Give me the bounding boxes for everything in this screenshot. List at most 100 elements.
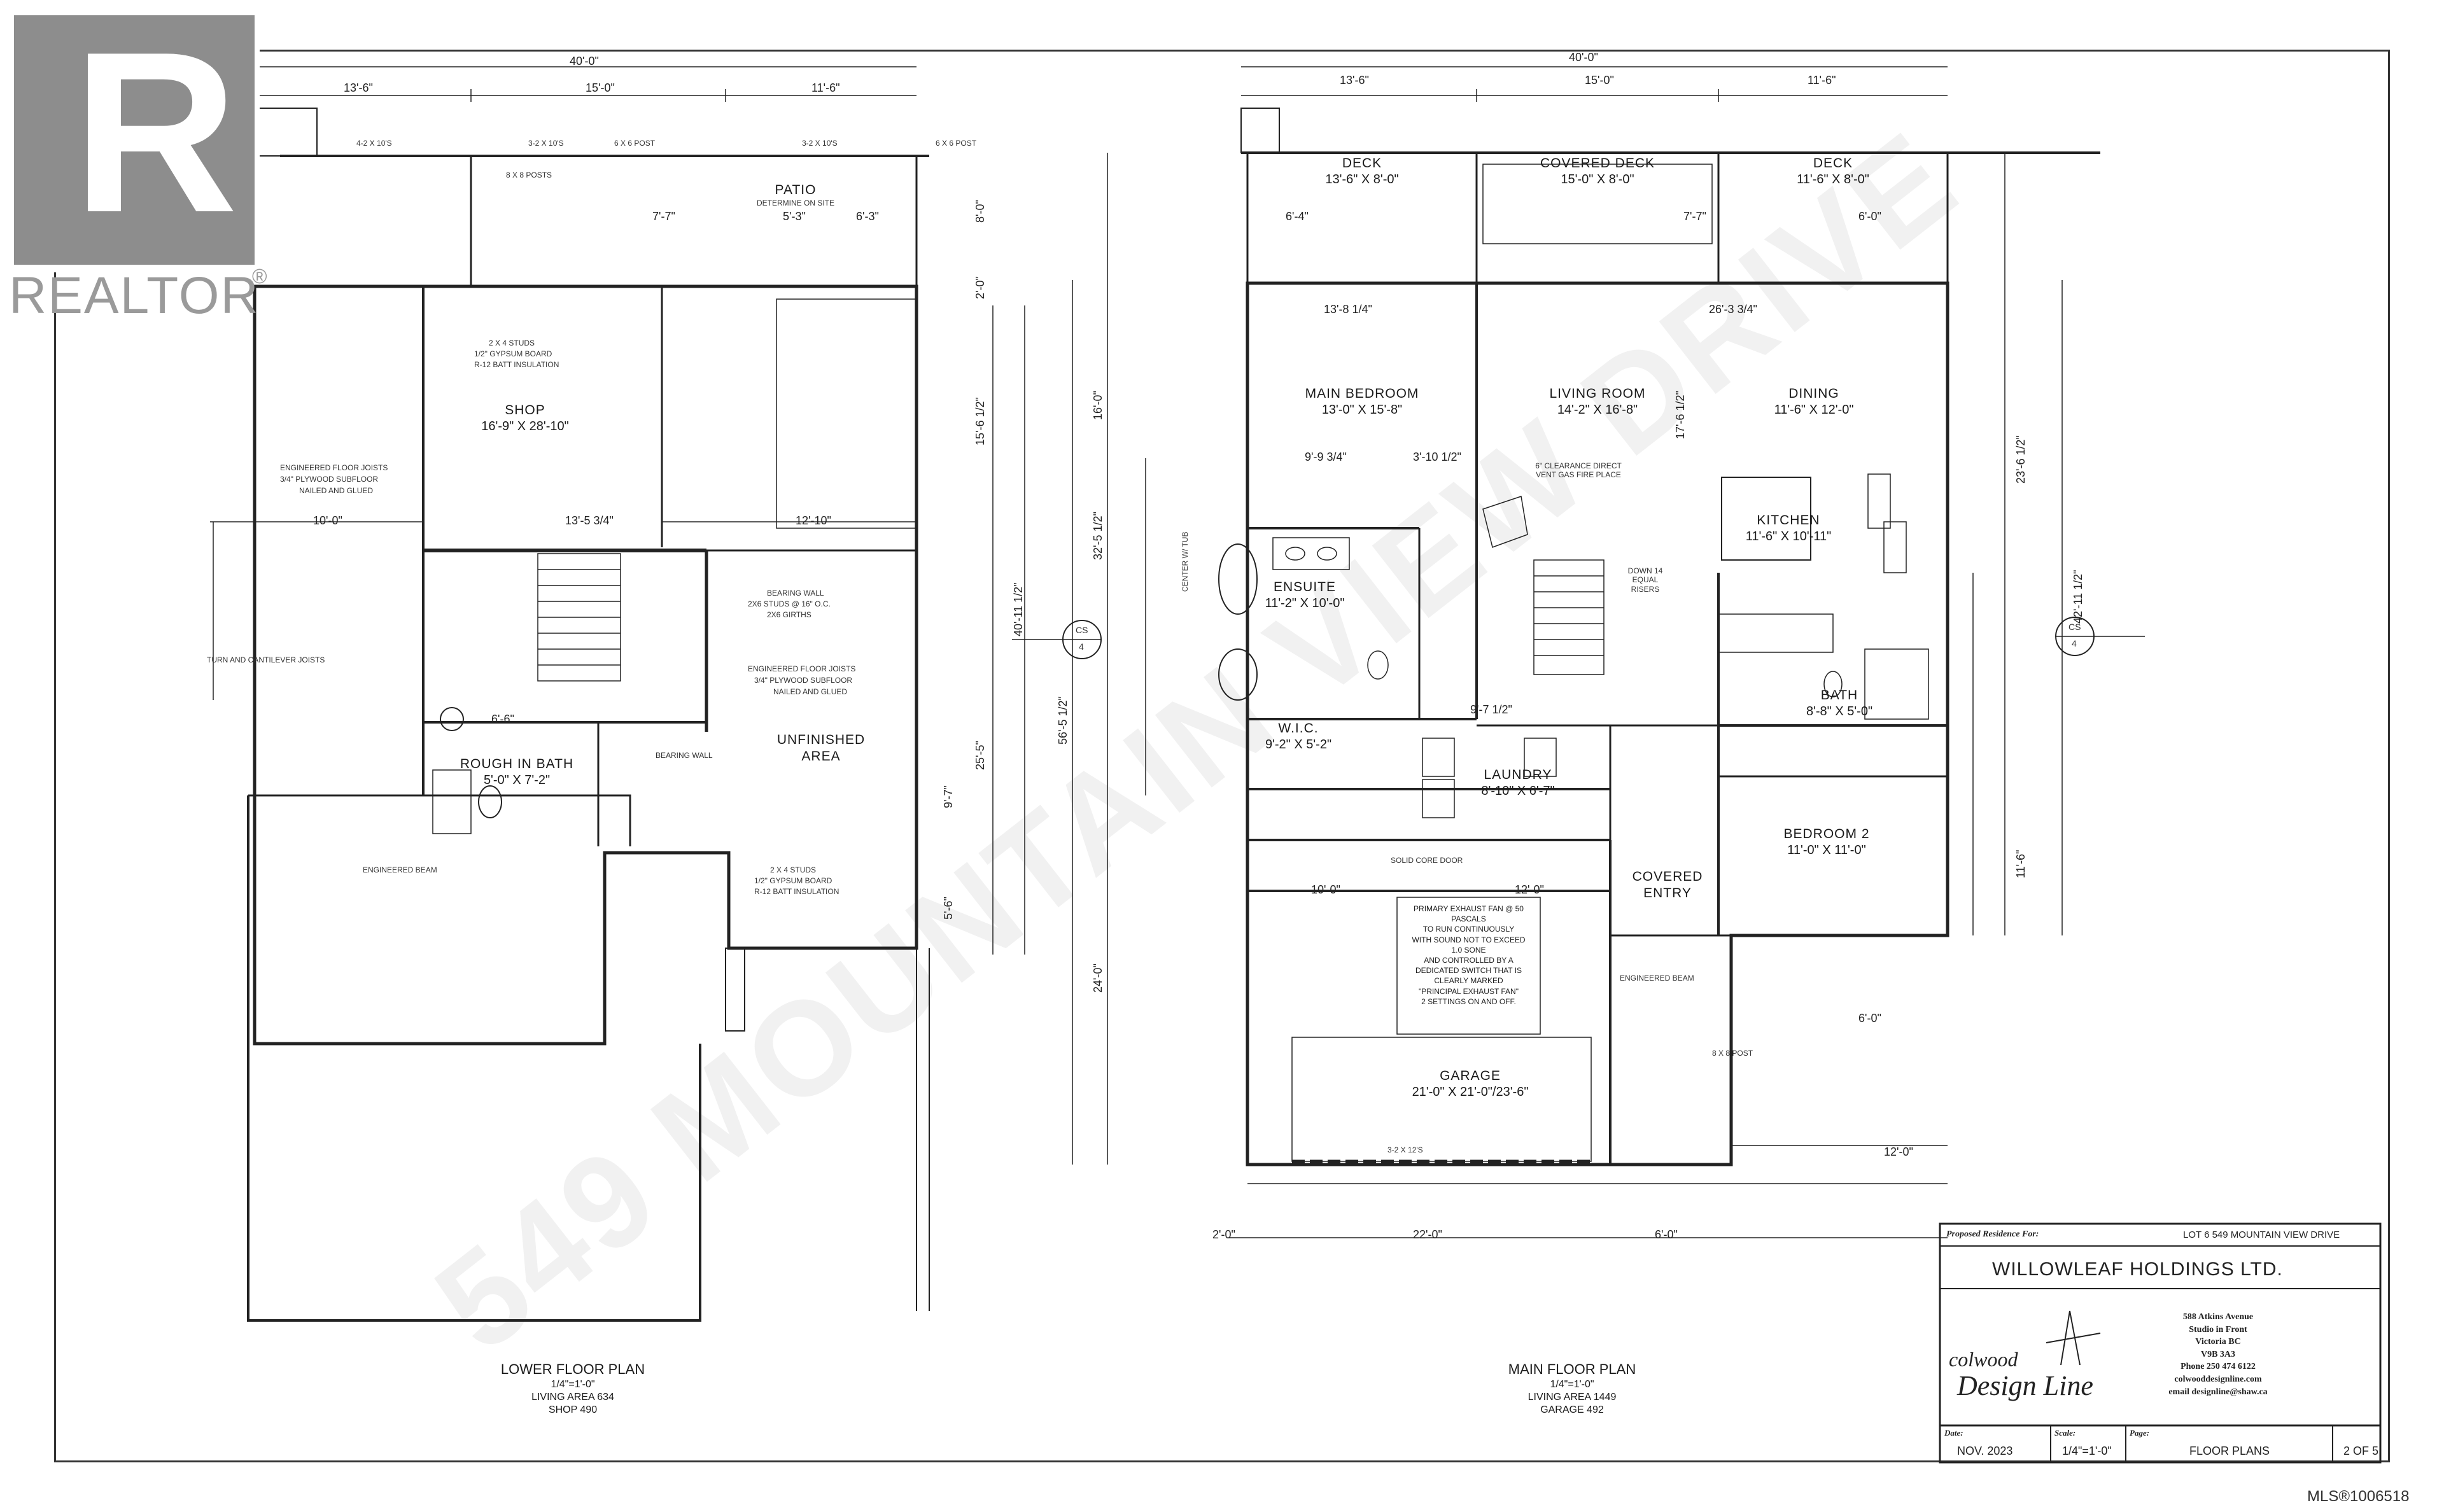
lower-note-batt: R-12 BATT INSULATION xyxy=(474,360,559,369)
title-block-date: NOV. 2023 xyxy=(1957,1445,2013,1457)
main-room-kitchen: KITCHEN 11'-6" X 10'-11" xyxy=(1745,513,1832,544)
main-room-covered-entry: COVERED ENTRY xyxy=(1632,869,1703,901)
lower-dim-12-10: 12'-10" xyxy=(796,514,831,527)
main-note-3-2x12: 3-2 X 12'S xyxy=(1387,1145,1423,1154)
title-block-date-label: Date: xyxy=(1944,1428,1963,1438)
lower-dim-6-3: 6'-3" xyxy=(856,210,879,223)
lower-dim-2-0: 2'-0" xyxy=(974,276,987,299)
main-dim-6-0-bottom: 6'-0" xyxy=(1655,1228,1678,1241)
main-room-dining: DINING 11'-6" X 12'-0" xyxy=(1774,386,1854,417)
lower-dim-9-7: 9'-7" xyxy=(942,785,955,808)
lower-dim-25-5: 25'-5" xyxy=(974,741,987,770)
main-note-down-risers: DOWN 14 EQUAL RISERS xyxy=(1627,566,1663,594)
realtor-logo: R xyxy=(0,0,260,272)
main-floor-plan-title: MAIN FLOOR PLAN 1/4"=1'-0" LIVING AREA 1… xyxy=(1508,1361,1636,1415)
main-dim-6-0: 6'-0" xyxy=(1858,1012,1881,1025)
title-block-page: FLOOR PLANS xyxy=(2189,1445,2270,1457)
lower-note-joists-1: ENGINEERED FLOOR JOISTS xyxy=(280,463,388,472)
lower-note-3-2x10: 3-2 X 10'S xyxy=(528,139,564,148)
lower-top-dim-1: 13'-6" xyxy=(344,81,373,94)
lower-note-4-2x10: 4-2 X 10'S xyxy=(356,139,392,148)
title-block-proposed-label: Proposed Residence For: xyxy=(1946,1229,2039,1239)
main-dim-56-5: 56'-5 1/2" xyxy=(1057,696,1069,745)
main-room-garage: GARAGE 21'-0" X 21'-0"/23'-6" xyxy=(1412,1068,1529,1100)
lower-dim-15-6: 15'-6 1/2" xyxy=(974,397,987,445)
lower-note-gypsum: 1/2" GYPSUM BOARD xyxy=(474,349,552,358)
lower-note-3-2x10-b: 3-2 X 10'S xyxy=(802,139,838,148)
main-dim-10-0: 10'-0" xyxy=(1311,883,1340,896)
main-dim-22-0: 22'-0" xyxy=(1413,1228,1442,1241)
main-dim-23-6: 23'-6 1/2" xyxy=(2014,435,2027,484)
realtor-mark-letter: R xyxy=(73,4,238,260)
title-block-scale-label: Scale: xyxy=(2054,1428,2076,1438)
main-dim-32-5: 32'-5 1/2" xyxy=(1092,512,1104,560)
lower-room-rough-in-bath: ROUGH IN BATH 5'-0" X 7'-2" xyxy=(460,757,574,788)
main-room-bath: BATH 8'-8" X 5'-0" xyxy=(1806,688,1873,719)
lower-dim-40-11: 40'-11 1/2" xyxy=(1012,582,1025,636)
lower-note-engineered-beam: ENGINEERED BEAM xyxy=(363,865,437,874)
main-dim-9-7: 9'-7 1/2" xyxy=(1470,703,1512,716)
main-top-dim-1: 13'-6" xyxy=(1340,74,1369,87)
mls-number: MLS®1006518 xyxy=(2307,1488,2410,1505)
lower-note-studs-2: 2 X 4 STUDS xyxy=(770,865,817,874)
main-dim-26-3: 26'-3 3/4" xyxy=(1709,303,1757,316)
lower-dim-10-0: 10'-0" xyxy=(313,514,342,527)
main-room-ensuite: ENSUITE 11'-2" X 10'-0" xyxy=(1265,580,1345,611)
main-note-solid-core-door: SOLID CORE DOOR xyxy=(1391,856,1463,865)
lower-room-patio: PATIO DETERMINE ON SITE xyxy=(756,183,834,208)
realtor-brand-text: REALTOR xyxy=(9,267,260,325)
main-note-8x8-post: 8 X 8 POST xyxy=(1712,1049,1753,1058)
lower-note-subfloor-1: 3/4" PLYWOOD SUBFLOOR xyxy=(280,475,379,484)
main-dim-6-0-top: 6'-0" xyxy=(1858,210,1881,223)
realtor-registered-mark: ® xyxy=(252,265,267,288)
lower-top-dim-2: 15'-0" xyxy=(586,81,615,94)
lower-note-joists-2: ENGINEERED FLOOR JOISTS xyxy=(748,664,856,673)
lower-note-batt-2: R-12 BATT INSULATION xyxy=(754,887,839,896)
lower-note-cantilever: TURN AND CANTILEVER JOISTS xyxy=(207,655,325,664)
lower-note-6x6-post-b: 6 X 6 POST xyxy=(936,139,977,148)
main-note-engineered-beam: ENGINEERED BEAM xyxy=(1620,974,1694,983)
lower-note-bearing-wall-1: BEARING WALL xyxy=(767,589,824,598)
main-room-main-bedroom: MAIN BEDROOM 13'-0" X 15'-8" xyxy=(1305,386,1419,417)
designer-address: 588 Atkins Avenue Studio in Front Victor… xyxy=(2168,1312,2268,1397)
lower-top-dim-3: 11'-6" xyxy=(811,81,840,94)
main-dim-2-0: 2'-0" xyxy=(1212,1228,1235,1241)
main-overall-dim: 40'-0" xyxy=(1569,51,1598,64)
lower-note-studs: 2 X 4 STUDS xyxy=(489,339,535,347)
main-dim-13-8: 13'-8 1/4" xyxy=(1324,303,1372,316)
main-dim-17-6: 17'-6 1/2" xyxy=(1674,391,1687,439)
lower-note-gypsum-2: 1/2" GYPSUM BOARD xyxy=(754,876,832,885)
section-marker-left-top: CS xyxy=(1076,625,1088,635)
designer-logo-line1: colwood xyxy=(1949,1348,2018,1371)
drawing-sheet-border xyxy=(54,50,2390,1462)
lower-dim-8-0: 8'-0" xyxy=(974,200,987,223)
main-room-covered-deck: COVERED DECK 15'-0" X 8'-0" xyxy=(1540,156,1655,187)
lower-note-2x6-girths: 2X6 GIRTHS xyxy=(767,610,811,619)
lower-note-subfloor-2: 3/4" PLYWOOD SUBFLOOR xyxy=(754,676,853,685)
main-room-wic: W.I.C. 9'-2" X 5'-2" xyxy=(1265,721,1332,752)
designer-logo-line2: Design Line xyxy=(1957,1370,2093,1401)
title-block-lot: LOT 6 549 MOUNTAIN VIEW DRIVE xyxy=(2183,1229,2340,1240)
main-room-laundry: LAUNDRY 8'-10" X 6'-7" xyxy=(1481,767,1555,799)
main-dim-11-6: 11'-6" xyxy=(2014,850,2027,878)
section-marker-right-top: CS xyxy=(2068,622,2081,632)
main-exhaust-note: PRIMARY EXHAUST FAN @ 50 PASCALS TO RUN … xyxy=(1412,904,1526,1006)
lower-note-bearing-wall-2: BEARING WALL xyxy=(656,751,713,760)
lower-dim-13-5: 13'-5 3/4" xyxy=(565,514,614,527)
lower-note-2x6-studs: 2X6 STUDS @ 16" O.C. xyxy=(748,599,831,608)
lower-room-shop: SHOP 16'-9" X 28'-10" xyxy=(481,403,569,434)
lower-note-6x6-post: 6 X 6 POST xyxy=(614,139,656,148)
lower-dim-5-6: 5'-6" xyxy=(942,897,955,920)
main-dim-42-11: 42'-11 1/2" xyxy=(2072,570,2084,624)
title-block-client: WILLOWLEAF HOLDINGS LTD. xyxy=(1992,1259,2283,1280)
lower-dim-7-7: 7'-7" xyxy=(652,210,675,223)
main-room-deck-left: DECK 13'-6" X 8'-0" xyxy=(1325,156,1399,187)
title-block-page-label: Page: xyxy=(2130,1428,2150,1438)
main-room-living-room: LIVING ROOM 14'-2" X 16'-8" xyxy=(1549,386,1646,417)
main-dim-6-4: 6'-4" xyxy=(1286,210,1309,223)
lower-dim-6-6: 6'-6" xyxy=(491,713,514,725)
title-block-scale: 1/4"=1'-0" xyxy=(2062,1445,2112,1457)
main-room-bedroom-2: BEDROOM 2 11'-0" X 11'-0" xyxy=(1783,827,1870,858)
section-marker-right-bottom: 4 xyxy=(2072,638,2077,648)
